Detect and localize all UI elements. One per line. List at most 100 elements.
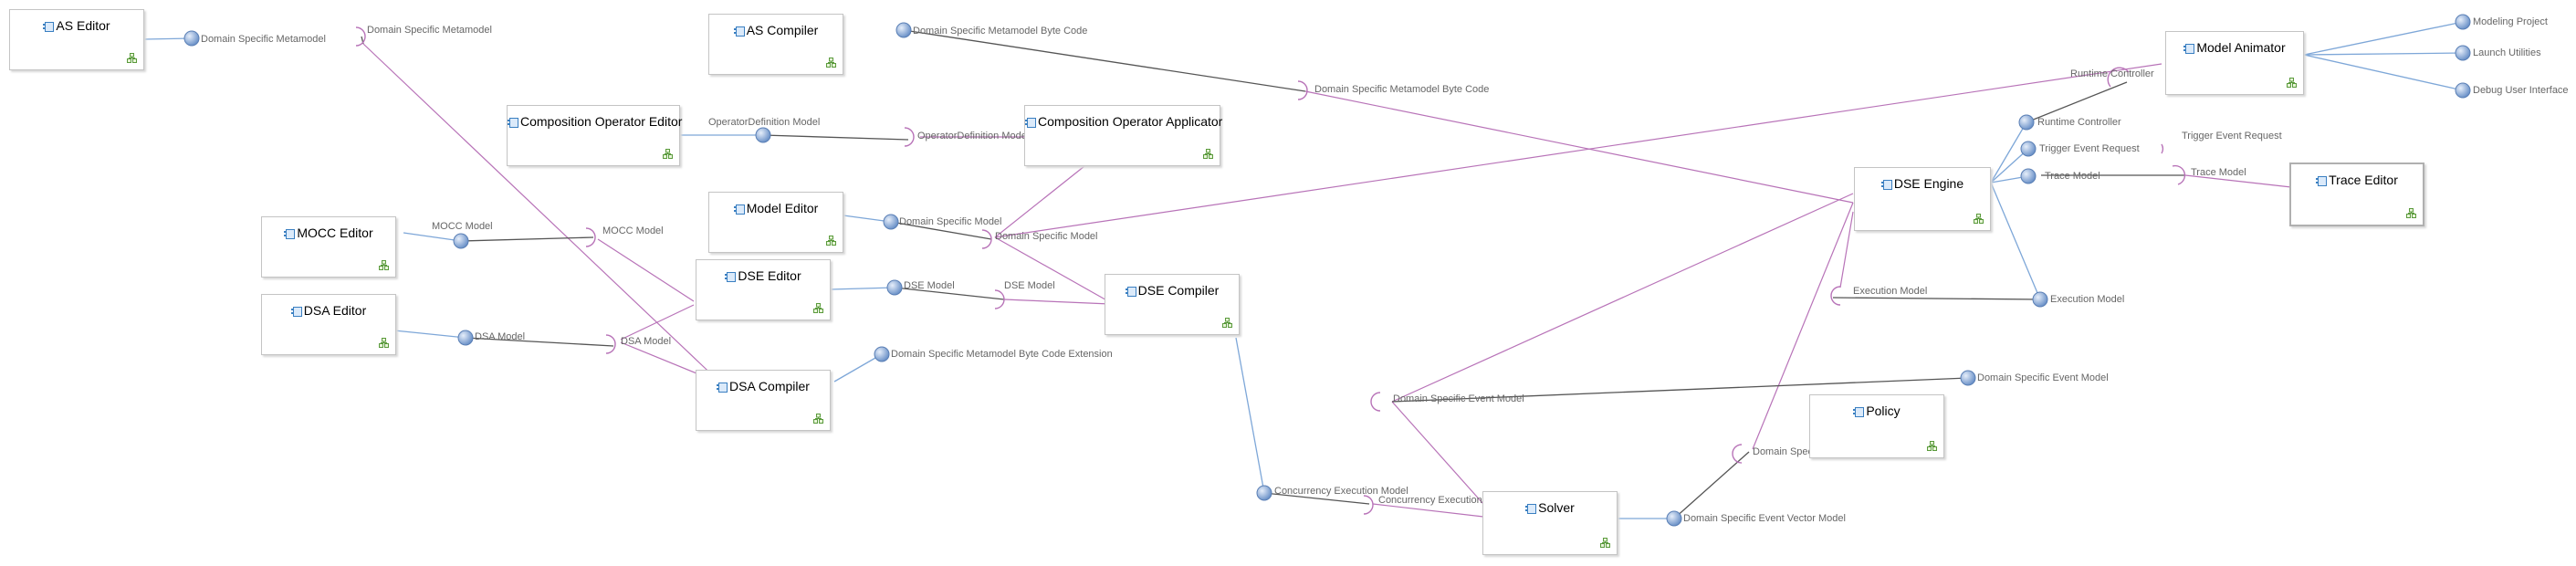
component-icon <box>43 22 55 32</box>
component-label: DSE Editor <box>738 268 801 283</box>
interface-label: MOCC Model <box>602 225 664 236</box>
interface-label: Execution Model <box>2050 294 2124 305</box>
component-label: Model Editor <box>746 201 819 215</box>
assembly-lines <box>361 29 2185 519</box>
provided-interface-lines <box>143 21 2464 519</box>
ball-launch-utilities <box>2455 45 2471 61</box>
interface-label: Runtime Controller <box>2037 117 2121 128</box>
component-as-compiler[interactable]: AS Compiler <box>708 14 843 75</box>
component-symbol-icon <box>663 149 673 159</box>
component-symbol-icon <box>379 338 389 348</box>
component-dsa-compiler[interactable]: DSA Compiler <box>696 370 831 431</box>
component-symbol-icon <box>1203 149 1213 159</box>
interface-label: DSA Model <box>621 336 671 347</box>
required-sockets <box>355 26 2186 515</box>
ball-as-editor <box>183 30 200 47</box>
interface-label: Launch Utilities <box>2473 47 2541 58</box>
interface-label: Domain Specific Event Model <box>1393 393 1524 404</box>
interface-label: Domain Specific Event Vector Model <box>1683 513 1846 524</box>
ball-modeling-project <box>2455 14 2471 30</box>
component-model-animator[interactable]: Model Animator <box>2165 31 2304 95</box>
interface-label: OperatorDefinition Model <box>708 117 820 128</box>
component-icon <box>508 118 518 128</box>
component-label: Model Animator <box>2196 40 2286 55</box>
ball-dse-editor <box>886 279 903 296</box>
component-icon <box>725 272 737 282</box>
component-icon <box>284 229 296 239</box>
component-label: DSE Compiler <box>1137 283 1220 298</box>
interface-label: Domain Specific Model <box>995 231 1098 242</box>
component-symbol-icon <box>2287 78 2297 88</box>
component-dse-engine[interactable]: DSE Engine <box>1854 167 1991 231</box>
interface-label: Domain Specific Metamodel Byte Code Exte… <box>891 349 1113 360</box>
component-symbol-icon <box>1927 441 1937 451</box>
component-policy[interactable]: Policy <box>1809 394 1944 458</box>
ball-as-compiler <box>895 22 912 38</box>
component-mocc-editor[interactable]: MOCC Editor <box>261 216 396 278</box>
ball-policy <box>1960 370 1976 386</box>
component-dsa-editor[interactable]: DSA Editor <box>261 294 396 355</box>
interface-label: Concurrency Execution Model <box>1274 486 1408 497</box>
component-icon <box>2183 44 2195 54</box>
component-symbol-icon <box>2406 208 2416 218</box>
interface-label: DSA Model <box>475 331 525 342</box>
interface-label: Domain Specific Model <box>899 216 1002 227</box>
component-symbol-icon <box>1600 538 1610 548</box>
component-icon <box>1125 287 1136 297</box>
ball-execution-model <box>2032 291 2048 308</box>
component-label: DSA Compiler <box>729 379 810 393</box>
interface-label: Domain Specific Metamodel Byte Code <box>913 26 1087 37</box>
ball-mocc-editor <box>453 233 469 249</box>
ball-debug-ui <box>2455 82 2471 99</box>
component-label: Solver <box>1538 500 1575 515</box>
ball-model-editor <box>883 214 899 230</box>
component-solver[interactable]: Solver <box>1482 491 1618 555</box>
interface-label: Domain Specific Metamodel <box>367 25 492 36</box>
ball-dsa-editor <box>457 330 474 346</box>
component-icon <box>290 307 302 317</box>
ball-dsa-compiler <box>874 346 890 362</box>
ball-runtime-controller <box>2018 114 2035 131</box>
provided-balls <box>183 14 2471 527</box>
component-dse-editor[interactable]: DSE Editor <box>696 259 831 320</box>
interface-label: Concurrency Execution Model <box>1378 495 1513 506</box>
interface-label: OperatorDefinition Model <box>917 131 1029 142</box>
component-composition-operator-editor[interactable]: Composition Operator Editor <box>507 105 682 166</box>
component-icon <box>733 26 745 37</box>
component-label: AS Editor <box>56 18 110 33</box>
interface-label: Execution Model <box>1853 286 1927 297</box>
component-label: DSA Editor <box>303 303 367 318</box>
interface-labels: Domain Specific Metamodel Domain Specifi… <box>201 16 2569 524</box>
component-label: Policy <box>1866 404 1901 418</box>
component-as-editor[interactable]: AS Editor <box>9 9 144 70</box>
component-dse-compiler[interactable]: DSE Compiler <box>1105 274 1240 335</box>
interface-label: DSE Model <box>904 280 955 291</box>
ball-comp-op-editor <box>755 127 771 143</box>
component-symbol-icon <box>1974 214 1984 224</box>
component-icon <box>2316 176 2328 186</box>
interface-label: MOCC Model <box>432 221 493 232</box>
component-icon <box>733 204 745 215</box>
component-label: DSE Engine <box>1893 176 1964 191</box>
component-label: AS Compiler <box>746 23 819 37</box>
component-icon <box>1853 407 1865 417</box>
component-trace-editor[interactable]: Trace Editor <box>2289 162 2424 226</box>
component-icon <box>1525 504 1537 514</box>
interface-label: Trigger Event Request <box>2039 143 2140 154</box>
component-symbol-icon <box>813 414 823 424</box>
ball-trigger-event <box>2020 141 2037 157</box>
interface-label: Trace Model <box>2045 171 2100 182</box>
component-model-editor[interactable]: Model Editor <box>708 192 843 253</box>
interface-label: Domain Specific Metamodel Byte Code <box>1314 84 1489 95</box>
interface-label: Trigger Event Request <box>2182 131 2282 142</box>
required-interface-lines <box>362 43 2292 518</box>
component-composition-operator-applicator[interactable]: Composition Operator Applicator <box>1024 105 1222 166</box>
component-icon <box>717 383 728 393</box>
component-label: MOCC Editor <box>297 225 373 240</box>
component-symbol-icon <box>1222 318 1232 328</box>
component-symbol-icon <box>127 53 137 63</box>
interface-label: Domain Specific Metamodel <box>201 34 326 45</box>
interface-label: Runtime Controller <box>2070 68 2154 79</box>
interface-label: Domain Specific Event Model <box>1977 372 2109 383</box>
